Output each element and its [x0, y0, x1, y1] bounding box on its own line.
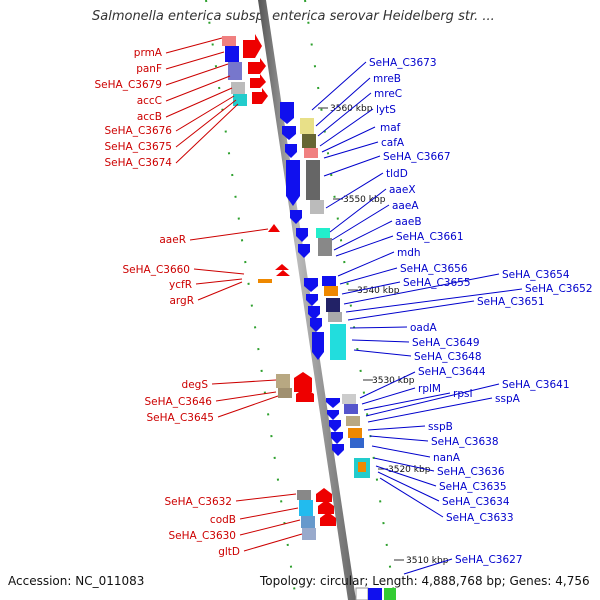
- gene-label: SeHA_C3644: [418, 366, 486, 378]
- gene-label: SeHA_C3656: [400, 263, 468, 275]
- topology-summary: Topology: circular; Length: 4,888,768 bp…: [260, 574, 590, 588]
- gene-label: aaeR: [159, 234, 186, 246]
- ruler-label: 3530 kbp: [372, 376, 415, 386]
- gene-label: SeHA_C3632: [164, 496, 232, 508]
- gene-label: mdh: [397, 247, 421, 259]
- gene-label: aaeX: [389, 184, 416, 196]
- gene-label: gltD: [218, 546, 240, 558]
- gene-label: rpsI: [453, 388, 473, 400]
- gene-label: accC: [137, 95, 162, 107]
- gene-label: SeHA_C3661: [396, 231, 464, 243]
- gene-label: SeHA_C3673: [369, 57, 437, 69]
- gene-label: aaeB: [395, 216, 422, 228]
- gene-label: sspB: [428, 421, 453, 433]
- gene-label: nanA: [433, 452, 461, 464]
- gene-label: SeHA_C3638: [431, 436, 499, 448]
- gene-label: SeHA_C3651: [477, 296, 545, 308]
- gene-label: degS: [182, 379, 209, 391]
- gene-label: SeHA_C3646: [144, 396, 212, 408]
- gene-label: SeHA_C3676: [104, 125, 172, 137]
- accession-label: Accession: NC_011083: [8, 574, 145, 588]
- track-line-outer-left: [205, 0, 297, 600]
- gene-label: SeHA_C3634: [442, 496, 510, 508]
- gene-label: panF: [136, 63, 162, 75]
- gene-label: SeHA_C3645: [146, 412, 214, 424]
- gene-label: SeHA_C3675: [104, 141, 172, 153]
- reverse-strand-features: [280, 102, 396, 600]
- right-labels: SeHA_C3673 mreB mreC lytS maf cafA SeHA_…: [311, 57, 593, 575]
- gene-label: SeHA_C3679: [94, 79, 162, 91]
- gene-label: SeHA_C3654: [502, 269, 570, 281]
- gene-label: SeHA_C3674: [104, 157, 172, 169]
- gene-label: ycfR: [169, 279, 192, 291]
- gene-label: aaeA: [392, 200, 419, 212]
- left-labels: prmA panF SeHA_C3679 accC accB SeHA_C367…: [94, 37, 303, 558]
- gene-label: SeHA_C3633: [446, 512, 514, 524]
- gene-label: SeHA_C3648: [414, 351, 482, 363]
- ruler-label: 3540 kbp: [357, 286, 400, 296]
- gene-label: SeHA_C3660: [122, 264, 190, 276]
- gene-label: mreC: [374, 88, 402, 100]
- ruler-label: 3510 kbp: [406, 556, 449, 566]
- gene-label: rplM: [418, 383, 441, 395]
- ruler-label: 3550 kbp: [343, 195, 386, 205]
- gene-label: prmA: [134, 47, 163, 59]
- gene-label: accB: [137, 111, 162, 123]
- gene-label: SeHA_C3635: [439, 481, 507, 493]
- gene-label: SeHA_C3641: [502, 379, 570, 391]
- gene-label: tldD: [386, 168, 408, 180]
- gene-label: SeHA_C3667: [383, 151, 451, 163]
- gene-label: SeHA_C3630: [168, 530, 236, 542]
- gene-label: sspA: [495, 393, 521, 405]
- gene-label: SeHA_C3652: [525, 283, 593, 295]
- gene-label: lytS: [376, 104, 396, 116]
- gene-label: maf: [380, 122, 401, 134]
- gene-label: mreB: [373, 73, 401, 85]
- gene-label: SeHA_C3649: [412, 337, 480, 349]
- gene-label: SeHA_C3627: [455, 554, 523, 566]
- gene-label: SeHA_C3636: [437, 466, 505, 478]
- gene-label: codB: [210, 514, 236, 526]
- gene-label: argR: [169, 295, 194, 307]
- map-title: Salmonella enterica subsp. enterica sero…: [92, 9, 495, 24]
- gene-label: SeHA_C3655: [403, 277, 471, 289]
- gene-label: oadA: [410, 322, 438, 334]
- forward-strand-features: [222, 34, 336, 540]
- gene-label: cafA: [381, 137, 405, 149]
- ruler-label: 3520 kbp: [388, 465, 431, 475]
